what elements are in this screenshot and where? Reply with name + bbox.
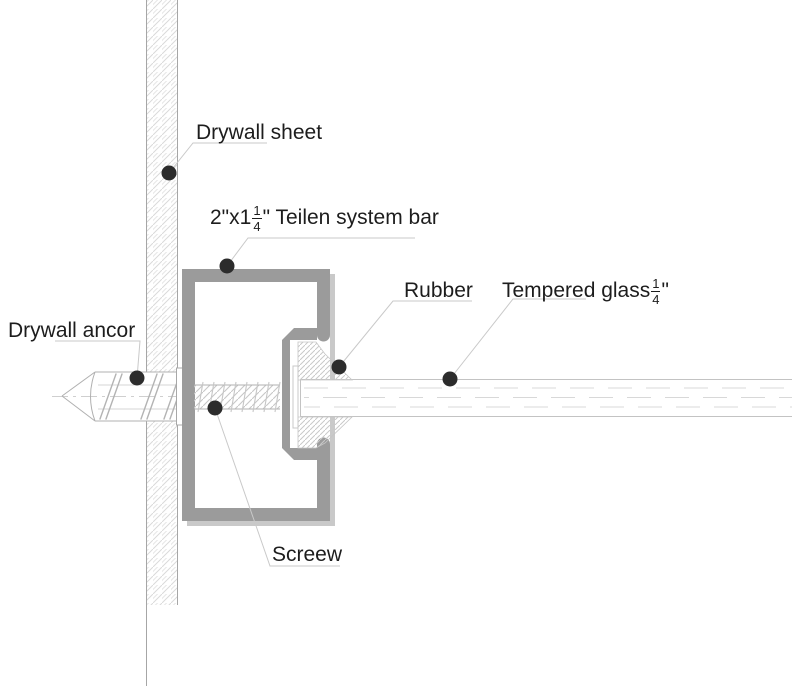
system-bar-right-wall-lower [317, 437, 330, 521]
system-bar-profile [182, 269, 330, 521]
system-bar-top-wall [182, 269, 330, 282]
callout-dot-screw [207, 400, 223, 416]
label-rubber-text: Rubber [404, 279, 473, 302]
leader-drywall-ancor [55, 340, 141, 379]
label-drywall-sheet: Drywall sheet [196, 121, 322, 144]
label-system-bar-suffix: " Teilen system bar [262, 206, 439, 230]
screw-thread-ticks [197, 381, 281, 413]
drywall-hatch [146, 0, 178, 605]
label-tempered-glass: Tempered glass 1 4 " [502, 276, 669, 307]
screw-shank-hatch [194, 385, 280, 409]
callout-dot-system-bar [219, 258, 235, 274]
system-bar-inner-profile [282, 328, 317, 460]
leader-screw [214, 407, 340, 567]
fraction-denominator: 4 [652, 291, 660, 307]
leader-drywall-sheet [168, 142, 267, 174]
leader-system-bar [226, 237, 415, 267]
label-drywall-ancor-text: Drywall ancor [8, 319, 136, 342]
rubber-gasket-lower [297, 416, 353, 449]
label-rubber: Rubber [404, 279, 473, 302]
label-drywall-ancor: Drywall ancor [8, 319, 135, 342]
label-screw-text: Screew [272, 543, 343, 566]
label-system-bar-fraction: 1 4 [252, 203, 262, 234]
label-system-bar: 2"x1 1 4 " Teilen system bar [210, 203, 439, 234]
fraction-denominator: 4 [253, 218, 261, 234]
fraction-numerator: 1 [651, 276, 661, 292]
label-tempered-glass-prefix: Tempered glass [502, 279, 651, 303]
glass-dashes [304, 387, 792, 408]
callout-dot-tempered-glass [442, 371, 458, 387]
label-tempered-glass-suffix: " [661, 279, 669, 303]
callout-dot-rubber [331, 359, 347, 375]
anchor-cone-base [90, 371, 96, 422]
drywall-sheet [146, 0, 178, 686]
system-bar-bottom-wall [182, 508, 330, 521]
callout-dot-drywall-ancor [129, 370, 145, 386]
leader-lines [55, 142, 586, 567]
setting-plate [292, 365, 299, 429]
callout-dots [129, 165, 458, 416]
label-system-bar-prefix: 2"x1 [210, 206, 252, 230]
label-tempered-glass-fraction: 1 4 [651, 276, 661, 307]
fraction-numerator: 1 [252, 203, 262, 219]
system-bar-left-wall [182, 269, 195, 521]
anchor-outline [61, 371, 177, 422]
leader-rubber [338, 300, 472, 368]
glass-panel [300, 379, 792, 417]
leader-tempered-glass [449, 298, 586, 380]
label-drywall-sheet-text: Drywall sheet [196, 121, 323, 144]
screw [194, 381, 281, 413]
label-screw: Screew [272, 543, 342, 566]
system-bar-right-wall-upper [317, 269, 330, 342]
drywall-anchor [52, 367, 192, 426]
callout-dot-drywall-sheet [161, 165, 177, 181]
anchor-washer [176, 367, 183, 426]
